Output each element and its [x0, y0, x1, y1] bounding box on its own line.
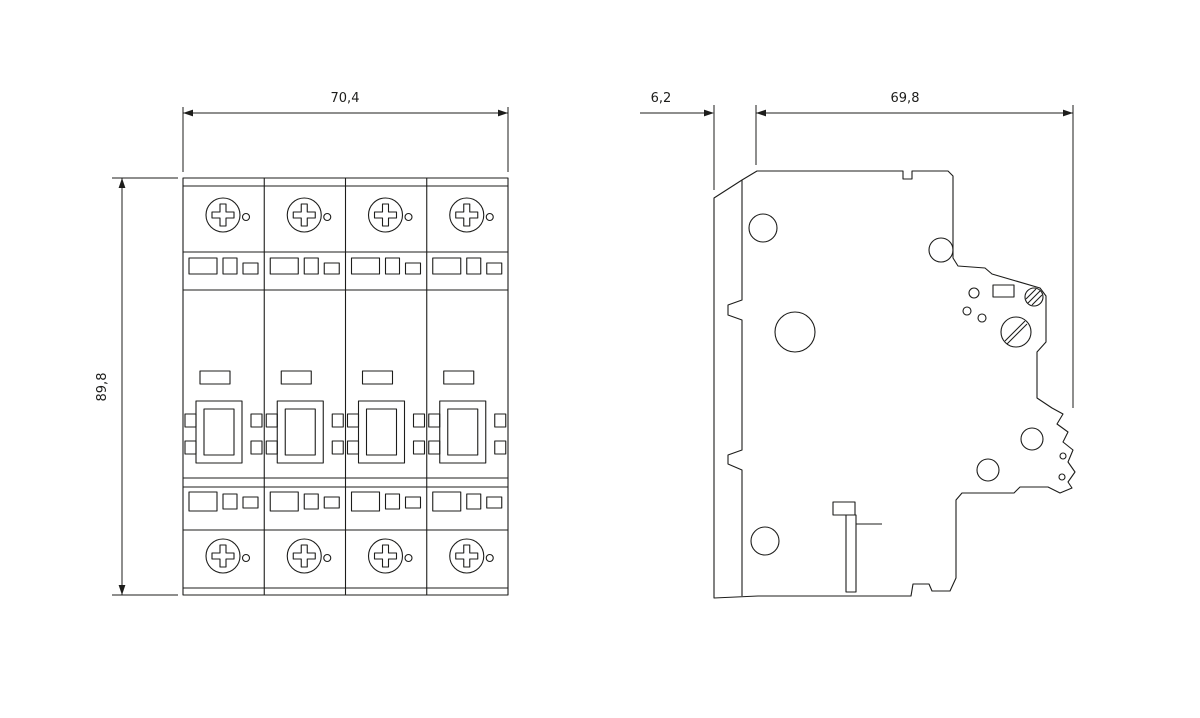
dim-front-width: 70,4: [182, 91, 509, 172]
dim-front-height: 89,8: [95, 177, 178, 596]
pole-module-4: [429, 198, 506, 573]
dim-side-flange: 6,2: [640, 91, 757, 190]
pole-module-3: [348, 198, 425, 573]
dim-side-depth-label: 69,8: [891, 91, 920, 106]
dim-side-depth: 69,8: [756, 91, 1074, 408]
dim-front-width-label: 70,4: [331, 91, 360, 106]
dim-front-height-label: 89,8: [95, 373, 110, 402]
side-view: [713, 170, 1076, 599]
terminal-screw-large: [1000, 316, 1032, 348]
terminal-screw-small: [1024, 287, 1044, 307]
front-view: [182, 177, 509, 596]
dim-side-flange-label: 6,2: [651, 91, 672, 106]
pole-module-1: [185, 198, 262, 573]
pole-module-2: [266, 198, 343, 573]
